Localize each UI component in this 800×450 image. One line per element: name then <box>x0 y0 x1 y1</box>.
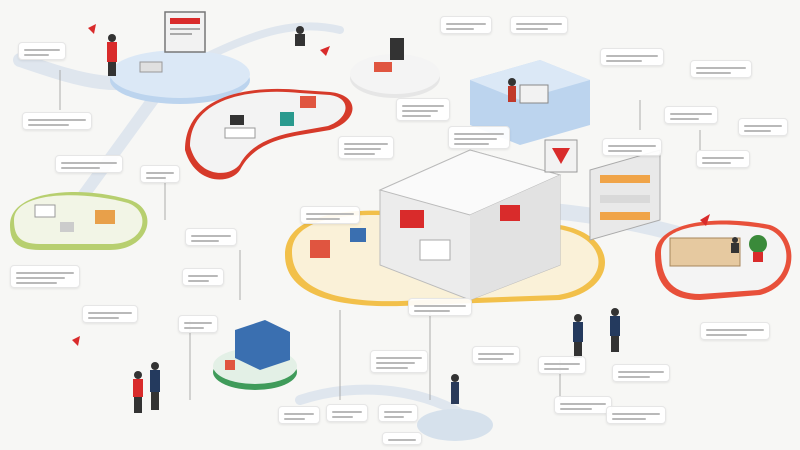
green-platform-left <box>10 192 148 250</box>
callout-label <box>382 432 422 445</box>
person-icon <box>731 237 739 253</box>
callout-label <box>696 150 750 168</box>
person-icon <box>107 34 117 76</box>
callout-label <box>140 165 180 183</box>
callout-label <box>448 126 510 149</box>
person-icon <box>451 374 459 382</box>
callout-label <box>378 404 418 422</box>
callout-label <box>690 60 752 78</box>
callout-label <box>278 406 320 424</box>
callout-label <box>18 42 66 60</box>
callout-label <box>408 298 472 316</box>
plant-icon <box>749 235 767 253</box>
track-left-diagonal <box>74 84 166 206</box>
callout-label <box>10 265 80 288</box>
callout-label <box>664 106 718 124</box>
callout-label <box>55 155 123 173</box>
monitor-icon <box>350 228 366 242</box>
person-icon <box>508 78 516 86</box>
person-icon <box>150 362 160 410</box>
callout-label <box>182 268 224 286</box>
central-building <box>378 139 578 301</box>
callout-label <box>370 350 428 373</box>
callout-label <box>185 228 237 246</box>
shelf-icon <box>669 237 741 267</box>
platform-top-center <box>350 38 440 98</box>
people <box>107 26 739 413</box>
callout-label <box>82 305 138 323</box>
callout-label <box>554 396 612 414</box>
blue-room-topright <box>470 60 590 145</box>
callout-label <box>326 404 368 422</box>
platform-bottom-center <box>417 374 493 441</box>
monitor-icon <box>390 38 404 60</box>
callout-label <box>602 138 662 156</box>
person-icon <box>573 314 583 358</box>
blue-platform-topleft <box>110 11 250 104</box>
accent-arrows <box>72 24 710 346</box>
callout-label <box>396 98 450 121</box>
green-platform-bottomleft <box>213 320 297 390</box>
red-platform-top <box>185 88 353 180</box>
shelf-unit-right <box>589 149 661 241</box>
callout-label <box>510 16 568 34</box>
red-platform-right <box>655 220 792 300</box>
person-icon <box>610 308 620 352</box>
callout-label <box>178 315 218 333</box>
callout-label <box>472 346 520 364</box>
desk-icon <box>224 127 256 139</box>
person-icon <box>133 371 143 413</box>
person-icon <box>295 26 305 46</box>
callout-label <box>338 136 394 159</box>
callout-label <box>612 364 670 382</box>
callout-label <box>738 118 788 136</box>
callout-label <box>538 356 586 374</box>
callout-label <box>22 112 92 130</box>
track-top-center <box>196 22 344 64</box>
chair-icon <box>280 112 294 126</box>
callout-label <box>700 322 770 340</box>
callout-label <box>600 48 664 66</box>
callout-label <box>606 406 666 424</box>
callout-label <box>440 16 492 34</box>
monitor-icon <box>230 115 244 125</box>
callout-label <box>300 206 360 224</box>
building-icon <box>235 320 290 370</box>
